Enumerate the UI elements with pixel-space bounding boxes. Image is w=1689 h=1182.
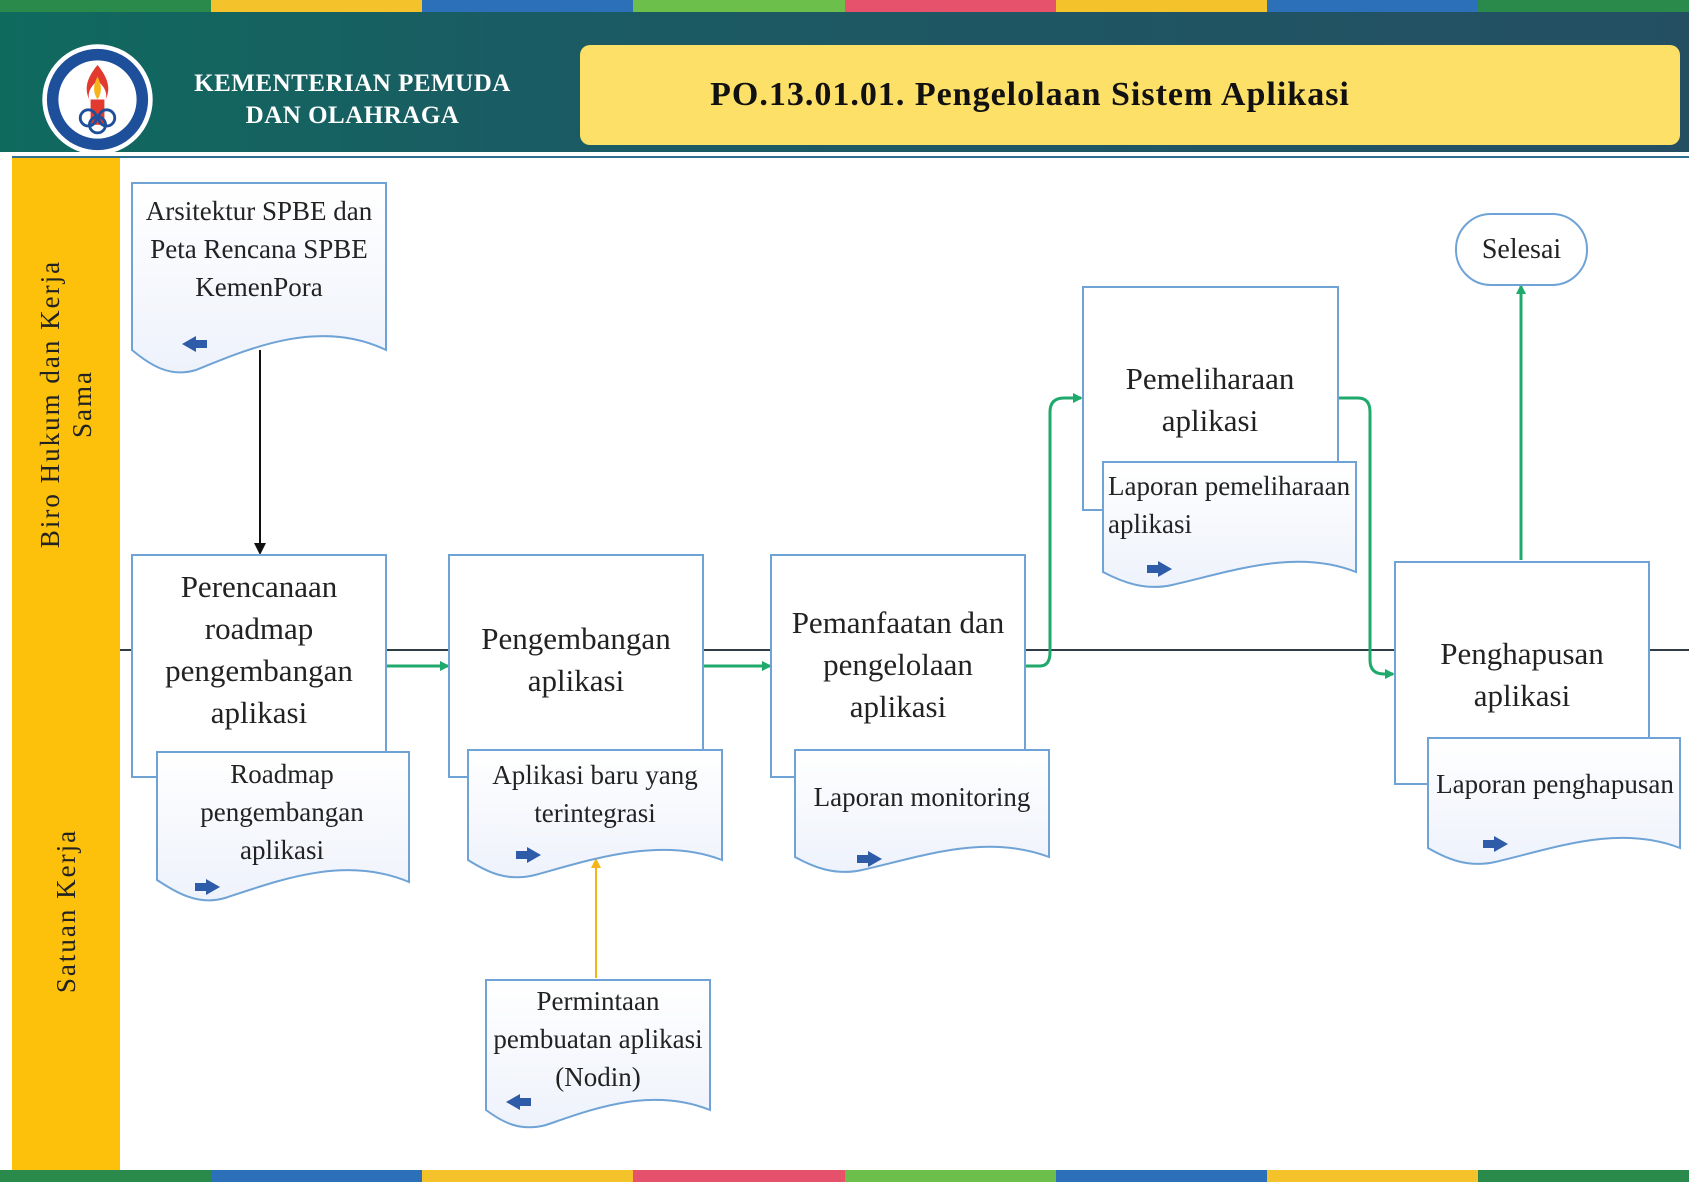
document-laporan-pemeliharaan: Laporan pemeliharaan aplikasi — [1108, 471, 1351, 539]
ministry-name: KEMENTERIAN PEMUDA DAN OLAHRAGA — [170, 68, 535, 132]
document-laporan-penghapusan: Laporan penghapusan — [1436, 769, 1674, 800]
lane-label-biro-hukum: Biro Hukum dan Kerja Sama — [12, 158, 120, 650]
top-color-stripe — [0, 0, 1689, 12]
document-arsitektur: Arsitektur SPBE dan Peta Rencana SPBE Ke… — [145, 196, 373, 302]
document-roadmap: Roadmap pengembangan aplikasi — [200, 759, 364, 865]
ministry-name-line2: DAN OLAHRAGA — [245, 102, 460, 129]
page-title: PO.13.01.01. Pengelolaan Sistem Aplikasi — [710, 76, 1350, 113]
lane-label-line: Sama — [67, 370, 98, 439]
kemenpora-logo — [42, 44, 153, 155]
lane-label-satuan-kerja: Satuan Kerja — [12, 650, 120, 1172]
page-header: KEMENTERIAN PEMUDA DAN OLAHRAGA PO.13.01… — [0, 12, 1689, 155]
ministry-name-line1: KEMENTERIAN PEMUDA — [194, 70, 511, 97]
process-pengembangan: Pengembangan aplikasi — [481, 621, 671, 698]
lane-label-line: Biro Hukum dan Kerja — [35, 259, 66, 549]
document-permintaan: Permintaan pembuatan aplikasi (Nodin) — [493, 986, 703, 1092]
bottom-color-stripe — [0, 1170, 1689, 1182]
process-pemeliharaan: Pemeliharaan aplikasi — [1125, 361, 1295, 438]
document-aplikasi-baru: Aplikasi baru yang terintegrasi — [492, 760, 698, 828]
process-perencanaan: Perencanaan roadmap pengembangan aplikas… — [165, 569, 353, 730]
document-laporan-monitoring: Laporan monitoring — [813, 782, 1031, 813]
process-pemanfaatan: Pemanfaatan dan pengelolaan aplikasi — [791, 605, 1005, 724]
process-penghapusan: Penghapusan aplikasi — [1440, 636, 1604, 713]
terminator-selesai: Selesai — [1481, 233, 1562, 265]
title-banner: PO.13.01.01. Pengelolaan Sistem Aplikasi — [580, 45, 1680, 145]
lane-label-line: Satuan Kerja — [51, 828, 82, 994]
